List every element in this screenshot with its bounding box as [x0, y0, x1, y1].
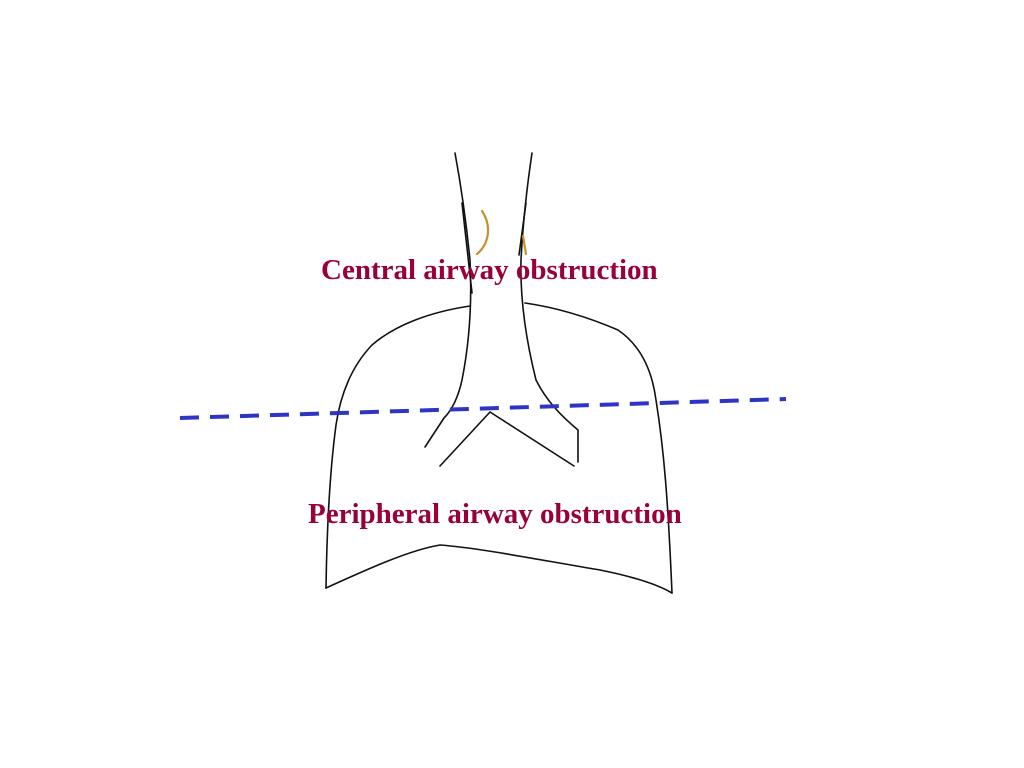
central-peripheral-divider: [179, 397, 787, 420]
trachea-left-wall: [424, 152, 472, 448]
right-lung-outline: [524, 302, 673, 594]
cartilage-mark-right: [521, 234, 528, 256]
carina-outline: [439, 411, 575, 467]
left-lung-outline: [325, 305, 471, 589]
cartilage-mark-left: [475, 209, 490, 256]
larynx-left-line: [461, 202, 473, 294]
lungs-outline-icon: [325, 302, 673, 594]
larynx-right-line: [518, 202, 527, 256]
cartilage-marks: [475, 209, 528, 256]
lung-base-outline: [325, 544, 673, 594]
peripheral-airway-label: Peripheral airway obstruction: [308, 498, 682, 530]
central-airway-label: Central airway obstruction: [321, 254, 658, 286]
